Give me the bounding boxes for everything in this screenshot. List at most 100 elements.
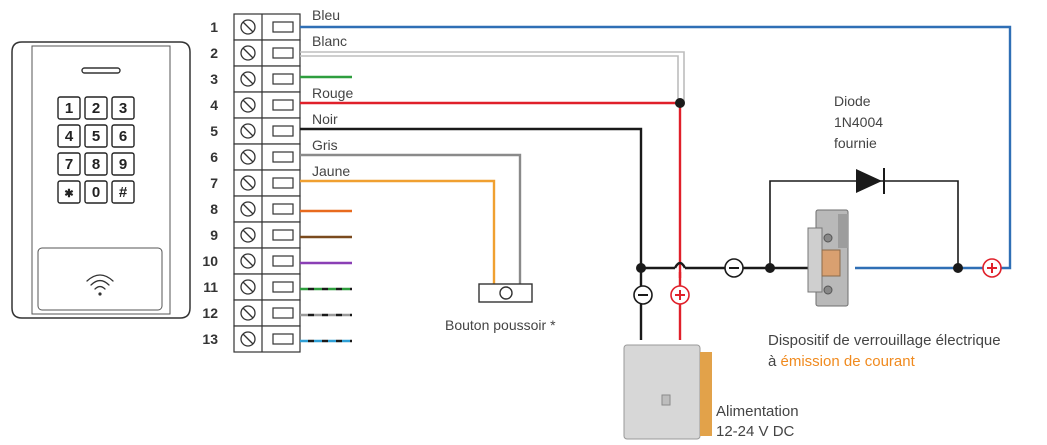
keypad-speaker-slot (81, 67, 121, 74)
terminal-slot (272, 281, 294, 293)
diode-label-2: 1N4004 (834, 114, 883, 130)
keypad-key: ✱ (57, 180, 81, 204)
diode-triangle (856, 169, 882, 193)
wire-jaune (300, 179, 496, 285)
polarity-lock-minus (724, 258, 744, 278)
terminal-row: 11 (203, 273, 301, 301)
terminal-number: 8 (210, 201, 218, 217)
keypad-key: 4 (57, 124, 81, 148)
junction-black-bus (636, 263, 646, 273)
wire-minus-hop (673, 261, 687, 269)
terminal-row: 12 (202, 299, 301, 327)
wire-bleu (300, 25, 1012, 270)
terminal-row: 3 (210, 65, 301, 93)
terminal-slot (272, 151, 294, 163)
wire-label-noir: Noir (312, 111, 338, 127)
terminal-number: 10 (202, 253, 218, 269)
terminal-slot (272, 47, 294, 59)
wires (300, 25, 1012, 343)
lock-screw-bottom (823, 285, 833, 295)
terminal-number: 4 (210, 97, 218, 113)
terminal-number: 3 (210, 71, 218, 87)
electric-strike-lock (807, 209, 849, 307)
power-supply-body (623, 344, 701, 440)
keypad-key: # (111, 180, 135, 204)
terminal-slot (272, 73, 294, 85)
lock-screw-top (823, 233, 833, 243)
power-supply-side (700, 352, 712, 436)
keypad-key: 5 (84, 124, 108, 148)
wire-label-rouge: Rouge (312, 85, 353, 101)
wire-label-bleu: Bleu (312, 7, 340, 23)
terminal-number: 7 (210, 175, 218, 191)
lock-label-1: Dispositif de verrouillage électrique (768, 332, 1001, 349)
wire-gris (300, 153, 522, 285)
diode-label-1: Diode (834, 93, 871, 109)
keypad-key-label: 9 (119, 156, 127, 173)
junction-red-white (675, 98, 685, 108)
terminal-row: 9 (210, 221, 301, 249)
terminal-slot (272, 307, 294, 319)
push-button-label: Bouton poussoir * (445, 317, 556, 333)
terminal-number: 11 (203, 279, 218, 295)
rfid-reader-area (37, 247, 163, 311)
wire-noir (300, 127, 643, 340)
wire-diode-loop (769, 180, 959, 268)
keypad-key-label: ✱ (64, 188, 73, 200)
terminal-number: 9 (210, 227, 218, 243)
keypad-key: 7 (57, 152, 81, 176)
keypad-key-label: 1 (65, 100, 73, 117)
push-button-knob (499, 286, 513, 300)
power-label-2: 12-24 V DC (716, 423, 795, 440)
terminal-slot (272, 177, 294, 189)
lock-label-2: à émission de courant (768, 353, 916, 370)
keypad-key-label: 4 (65, 128, 74, 145)
rfid-wireless-icon (86, 274, 114, 296)
terminal-slot (272, 333, 294, 345)
keypad-key: 3 (111, 96, 135, 120)
polarity-power-plus (670, 285, 690, 305)
keypad-key-label: 7 (65, 156, 73, 173)
keypad-key: 2 (84, 96, 108, 120)
terminal-slot (272, 21, 294, 33)
wire-blanc-outer (300, 51, 685, 103)
keypad-key: 6 (111, 124, 135, 148)
lock-faceplate (807, 227, 823, 293)
terminal-row: 1 (210, 13, 301, 41)
terminal-slot (272, 99, 294, 111)
push-button (478, 283, 533, 303)
junctions (636, 98, 963, 273)
keypad-key-label: 2 (92, 100, 100, 117)
power-supply-lock (661, 394, 671, 406)
junction-diode-left (765, 263, 775, 273)
keypad-key-label: # (119, 184, 128, 201)
lock-label-highlight: émission de courant (781, 353, 916, 370)
terminal-number: 12 (202, 305, 218, 321)
polarity-power-minus (633, 285, 653, 305)
wire-label-gris: Gris (312, 137, 338, 153)
diode-symbol (856, 168, 885, 194)
polarity-lock-plus (982, 258, 1002, 278)
keypad-key: 9 (111, 152, 135, 176)
keypad-key: 8 (84, 152, 108, 176)
terminal-number: 5 (210, 123, 218, 139)
lock-latch (821, 249, 841, 277)
diode-label-3: fournie (834, 135, 877, 151)
keypad-key: 0 (84, 180, 108, 204)
wire-blanc-inner (300, 55, 679, 103)
terminal-row: 13 (202, 325, 301, 353)
terminal-row: 7 (210, 169, 301, 197)
terminal-row: 2 (210, 39, 301, 67)
terminal-slot (272, 203, 294, 215)
terminal-row: 5 (210, 117, 301, 145)
keypad-key: 1 (57, 96, 81, 120)
wire-rouge (300, 101, 682, 262)
wire-label-jaune: Jaune (312, 163, 350, 179)
keypad-key-label: 8 (92, 156, 100, 173)
terminal-slot (272, 229, 294, 241)
junction-diode-right (953, 263, 963, 273)
